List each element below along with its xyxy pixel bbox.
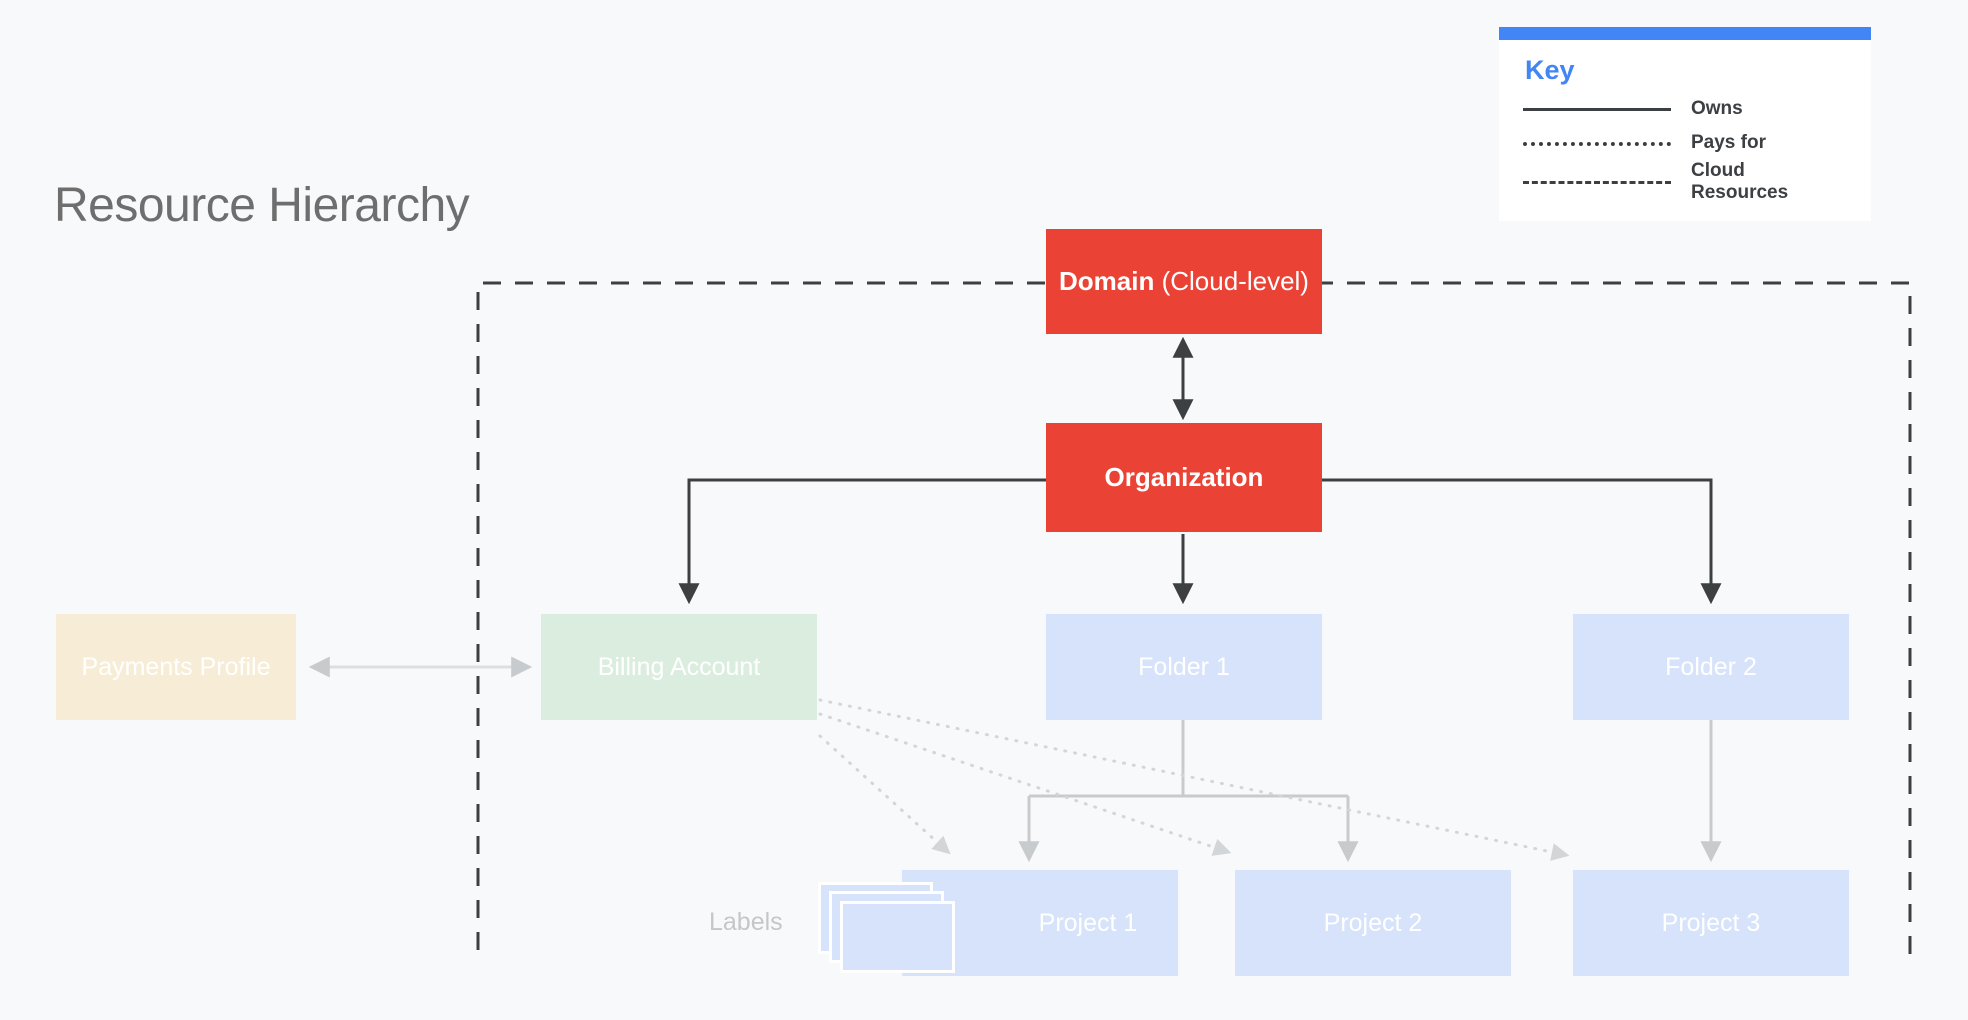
node-project-2-label: Project 2 xyxy=(1323,909,1423,937)
legend-row-pays-for: Pays for xyxy=(1523,126,1847,160)
node-project-1-label: Project 1 xyxy=(1038,909,1138,937)
legend-label-owns: Owns xyxy=(1691,97,1743,119)
edge-billing-project2-paysfor xyxy=(818,712,1232,856)
node-folder-2[interactable]: Folder 2 xyxy=(1573,614,1849,720)
label-card-front xyxy=(840,901,955,973)
node-organization-label: Organization xyxy=(1104,461,1264,492)
edge-billing-project1-paysfor xyxy=(818,734,951,855)
legend-row-cloud-resources: Cloud Resources xyxy=(1523,160,1847,204)
node-domain-label-bold: Domain xyxy=(1059,265,1155,296)
legend-accent-bar xyxy=(1499,27,1871,40)
legend-body: Key Owns Pays for Cloud Resources xyxy=(1499,40,1871,221)
node-payments-profile[interactable]: Payments Profile xyxy=(56,614,296,720)
legend-sample-solid-line-icon xyxy=(1523,99,1671,119)
node-domain[interactable]: Domain (Cloud-level) xyxy=(1046,229,1322,334)
legend-row-owns: Owns xyxy=(1523,92,1847,126)
legend-title: Key xyxy=(1525,55,1575,85)
node-project-3-label: Project 3 xyxy=(1661,909,1761,937)
node-folder-2-label: Folder 2 xyxy=(1665,653,1757,681)
legend-label-pays-for: Pays for xyxy=(1691,131,1766,153)
legend-sample-dashed-line-icon xyxy=(1523,172,1671,192)
node-billing-account-label: Billing Account xyxy=(597,653,761,681)
node-folder-1[interactable]: Folder 1 xyxy=(1046,614,1322,720)
node-domain-label-rest: (Cloud-level) xyxy=(1154,265,1309,296)
node-billing-account[interactable]: Billing Account xyxy=(541,614,817,720)
node-domain-label: Domain (Cloud-level) xyxy=(1059,266,1309,297)
page-title: Resource Hierarchy xyxy=(54,179,470,232)
legend-sample-dotted-line-icon xyxy=(1523,133,1671,153)
edge-organization-folder2 xyxy=(1322,478,1722,605)
node-organization[interactable]: Organization xyxy=(1046,423,1322,532)
node-project-2[interactable]: Project 2 xyxy=(1235,870,1511,976)
legend-label-cloud-resources: Cloud Resources xyxy=(1691,159,1789,203)
node-folder-1-label: Folder 1 xyxy=(1138,653,1230,681)
node-project-3[interactable]: Project 3 xyxy=(1573,870,1849,976)
labels-stack[interactable] xyxy=(818,882,958,978)
edge-organization-billing xyxy=(678,478,1046,605)
legend-panel: Key Owns Pays for Cloud Resources xyxy=(1499,27,1871,222)
node-payments-profile-label: Payments Profile xyxy=(81,653,271,681)
edge-folder1-projects xyxy=(1018,720,1359,863)
edge-billing-project3-paysfor xyxy=(818,698,1570,861)
labels-caption: Labels xyxy=(709,908,783,936)
